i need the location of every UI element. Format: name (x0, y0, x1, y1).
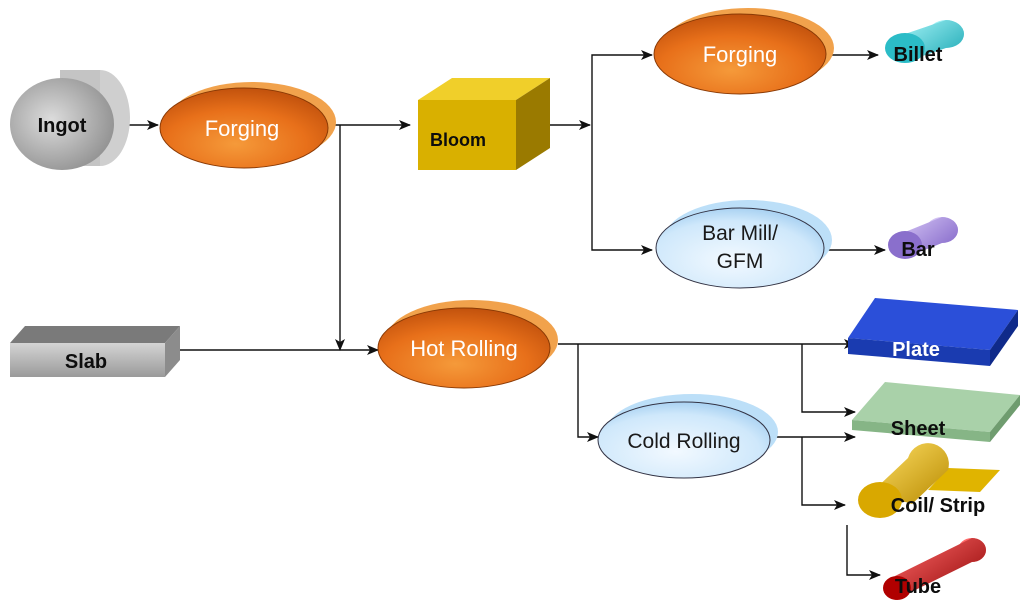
cold-rolling-label: Cold Rolling (627, 430, 740, 453)
node-forging-2: Forging (653, 8, 834, 95)
node-coil-strip: Coil/ Strip (858, 443, 1000, 518)
sheet-label: Sheet (891, 418, 946, 440)
ingot-label: Ingot (38, 115, 87, 137)
node-slab: Slab (10, 326, 180, 377)
bar-label: Bar (901, 239, 935, 261)
coil-strip-label: Coil/ Strip (891, 495, 985, 517)
node-cold-rolling: Cold Rolling (597, 394, 778, 479)
node-bloom: Bloom (418, 78, 550, 170)
tube-label: Tube (895, 576, 941, 598)
bar-mill-label-line1: Bar Mill/ (702, 222, 778, 245)
arrow-hotrolling-sheet (801, 344, 856, 417)
arrow-split-barmill (591, 125, 653, 255)
node-bar-mill: Bar Mill/ GFM (655, 200, 832, 289)
node-forging-1: Forging (159, 82, 336, 169)
node-hot-rolling: Hot Rolling (377, 300, 558, 389)
slab-label: Slab (65, 351, 107, 373)
node-bar: Bar (888, 217, 958, 261)
node-billet: Billet (885, 20, 964, 66)
node-sheet: Sheet (852, 382, 1020, 442)
forging-2-label: Forging (703, 42, 778, 67)
forging-1-label: Forging (205, 116, 280, 141)
bloom-label: Bloom (430, 130, 486, 150)
arrow-split-forging (591, 50, 653, 125)
billet-label: Billet (894, 44, 943, 66)
node-tube: Tube (883, 538, 986, 600)
arrow-hotrolling-coldrolling (577, 344, 599, 442)
bar-mill-label-line2: GFM (717, 250, 764, 273)
arrow-coldrolling-coil (801, 437, 846, 510)
arrow-coil-tube (846, 525, 881, 580)
hot-rolling-label: Hot Rolling (410, 336, 518, 361)
plate-label: Plate (892, 339, 940, 361)
connectors (128, 50, 886, 580)
node-ingot: Ingot (10, 70, 130, 170)
node-plate: Plate (848, 298, 1018, 366)
